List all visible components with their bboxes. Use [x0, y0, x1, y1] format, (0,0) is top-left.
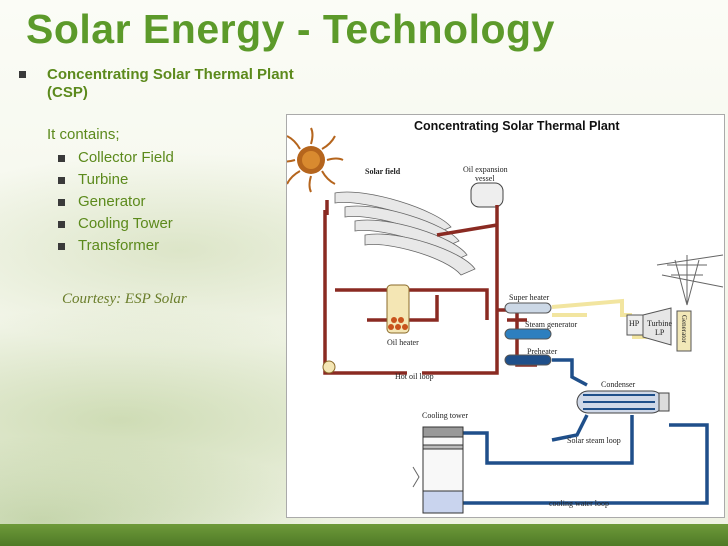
turbine-icon [626, 307, 672, 346]
transmission-tower-icon [656, 254, 724, 306]
label-hp: HP [629, 319, 640, 328]
label-oil-heater: Oil heater [387, 338, 419, 347]
list-item-transformer: Transformer [78, 237, 160, 254]
contains-label: It contains; [47, 126, 120, 143]
solar-field-collectors [334, 191, 476, 276]
bullet-icon [58, 177, 65, 184]
label-steam-generator: Steam generator [525, 320, 578, 329]
generator-icon [676, 310, 692, 352]
label-cooling-water-loop: cooling water loop [549, 499, 609, 508]
label-generator: Generator [680, 315, 688, 343]
bullet-icon [58, 199, 65, 206]
list-item-collector-field: Collector Field [78, 149, 174, 166]
diagram-title: Concentrating Solar Thermal Plant [414, 119, 620, 133]
list-item-cooling-tower: Cooling Tower [78, 215, 173, 232]
bottom-bar [0, 524, 728, 546]
heat-exchangers [504, 302, 552, 366]
oil-heater-icon [386, 284, 410, 334]
bullet-icon [58, 155, 65, 162]
csp-diagram: Concentrating Solar Thermal Plant [286, 114, 725, 518]
label-condenser: Condenser [601, 380, 636, 389]
expansion-vessel-icon [470, 182, 504, 208]
bullet-icon [58, 221, 65, 228]
label-vessel: vessel [475, 174, 495, 183]
label-solar-steam-loop: Solar steam loop [567, 436, 621, 445]
slide-title: Solar Energy - Technology [26, 6, 555, 52]
bullet-icon [58, 243, 65, 250]
diagram-graphics [287, 127, 724, 514]
condenser-icon [576, 390, 670, 414]
list-item-generator: Generator [78, 193, 146, 210]
pump-icon [322, 360, 336, 374]
cooling-tower-icon [412, 426, 464, 514]
label-turbine: Turbine [647, 319, 673, 328]
courtesy-text: Courtesy: ESP Solar [62, 291, 187, 307]
label-hot-oil-loop: Hot oil loop [395, 372, 434, 381]
main-bullet-text: Concentrating Solar Thermal Plant [47, 66, 294, 83]
label-super-heater: Super heater [509, 293, 550, 302]
label-lp: LP [655, 328, 665, 337]
bullet-icon [19, 71, 26, 78]
main-bullet-abbr: (CSP) [47, 84, 88, 101]
label-solar-field: Solar field [365, 167, 401, 176]
label-preheater: Preheater [527, 347, 558, 356]
sun-icon [287, 127, 344, 193]
label-oil-expansion: Oil expansion [463, 165, 508, 174]
list-item-turbine: Turbine [78, 171, 129, 188]
label-cooling-tower: Cooling tower [422, 411, 468, 420]
